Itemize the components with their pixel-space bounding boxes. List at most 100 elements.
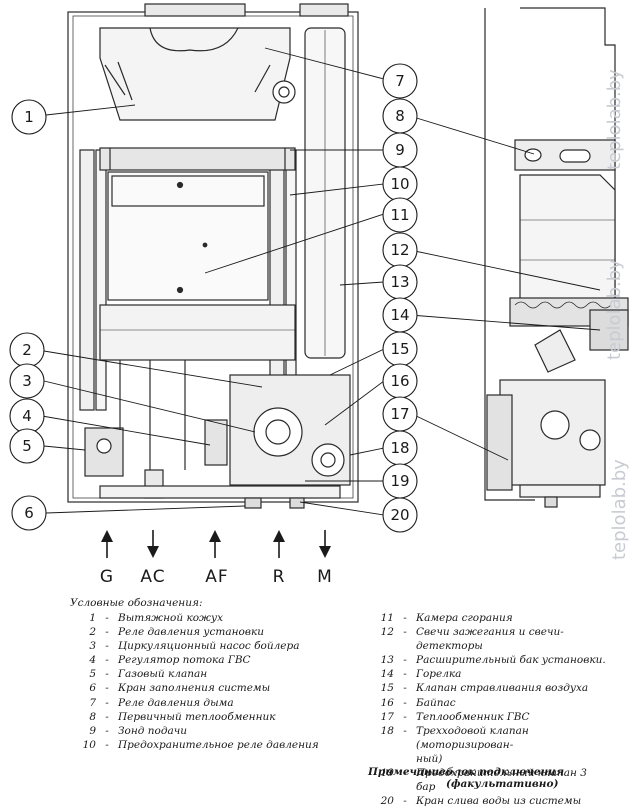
callout-13: 13 [382,264,418,300]
svg-text:4: 4 [22,407,32,425]
legend-item-dash: - [403,668,407,681]
arrow-down-icon [319,530,331,558]
legend-item-number: 5 [89,668,96,681]
port-label-g: G [100,567,114,587]
legend-item-text: Предохранительный клапан 3 бар [416,767,587,794]
legend-item-number: 14 [380,668,394,681]
svg-text:9: 9 [395,141,405,159]
legend-item-text: Предохранительное реле давления [118,738,319,751]
legend-item-number: 13 [380,654,394,667]
svg-text:8: 8 [395,107,405,125]
arrow-up-icon [101,530,113,558]
legend-item-text: Реле давления дыма [118,696,234,709]
callout-19: 19 [382,463,418,499]
legend-item: 8-Первичный теплообменник [70,710,370,724]
legend-item: 3-Циркуляционный насос бойлера [70,639,370,653]
legend-note: Примечание:блок подключения (факультатив… [368,766,564,790]
svg-text:1: 1 [24,108,34,126]
watermark: teplolab.by [604,259,625,360]
port-label-r: R [273,567,286,587]
legend-item-dash: - [105,654,109,667]
legend-item-number: 10 [82,738,96,751]
svg-text:17: 17 [390,405,409,423]
legend-item-dash [394,752,416,766]
legend-item-text: Клапан стравливания воздуха [416,682,589,695]
callout-3: 3 [9,363,45,399]
svg-text:16: 16 [390,372,409,390]
port-label-m: M [317,567,333,587]
svg-text:10: 10 [390,175,409,193]
legend-item-number: 16 [380,696,394,709]
legend-item-text: Регулятор потока ГВС [118,654,251,667]
legend-item-dash: - [403,724,407,737]
arrow-up-icon [273,530,285,558]
legend-item-number: 19 [380,767,394,780]
legend-item-text: Расширительный бак установки. [416,654,606,667]
legend-item: 17-Теплообменник ГВС [368,710,608,724]
legend-item-dash: - [403,654,407,667]
callout-7: 7 [382,63,418,99]
callout-15: 15 [382,331,418,367]
arrow-up-icon [209,530,221,558]
legend-item-number: 3 [89,640,96,653]
legend-item-dash: - [403,612,407,624]
callout-17: 17 [382,396,418,432]
legend-item-text: Байпас [416,696,456,709]
legend-item: 12-Свечи зажегания и свечи-детекторы [368,625,608,653]
legend-item-dash: - [105,696,109,709]
legend-item-dash: - [105,612,109,624]
callout-9: 9 [382,132,418,168]
callout-1: 1 [11,99,47,135]
legend-item-number: 17 [380,710,394,723]
legend-item-text: Вытяжной кожух [118,612,223,624]
legend-item-text: Газовый клапан [118,668,208,681]
legend-item: 1-Вытяжной кожух [70,611,370,625]
legend-item-dash: - [403,626,407,639]
callout-20: 20 [382,497,418,533]
legend-item-text: Кран заполнения системы [118,682,271,695]
legend-item-text: Первичный теплообменник [118,710,276,723]
legend-item: ный) [368,752,608,766]
legend-item-text: Реле давления установки [118,626,264,639]
callout-6: 6 [11,495,47,531]
legend-item: 13-Расширительный бак установки. [368,653,608,667]
legend-item-text: Зонд подачи [118,724,188,737]
callout-14: 14 [382,297,418,333]
legend-item-dash: - [105,668,109,681]
note-line-2: (факультативно) [446,778,559,790]
callout-18: 18 [382,430,418,466]
callout-5: 5 [9,428,45,464]
connection-arrows [101,530,331,558]
note-line-1: блок подключения [446,766,565,778]
legend-item-text: Кран слива воды из системы [416,795,582,808]
legend-item-text: Камера сгорания [416,612,513,624]
legend-item-number: 7 [89,696,96,709]
legend-item-text: Теплообменник ГВС [416,710,530,723]
legend-item-number: 18 [380,724,394,737]
legend-item: 5-Газовый клапан [70,667,370,681]
svg-text:11: 11 [390,206,409,224]
legend-item: 16-Байпас [368,696,608,710]
legend-item-number: 20 [380,795,394,808]
legend-item-text: Свечи зажегания и свечи-детекторы [416,626,564,653]
legend-item-dash: - [403,710,407,723]
legend-item: 4-Регулятор потока ГВС [70,653,370,667]
legend-item-dash: - [105,724,109,737]
note-label: Примечание: [368,766,450,778]
port-label-af: AF [205,567,228,587]
legend-item: 18-Трехходовой клапан (моторизирован- [368,724,608,752]
legend-item-dash: - [105,640,109,653]
legend-item: 15-Клапан стравливания воздуха [368,681,608,695]
legend-item-number: 6 [89,682,96,695]
legend-item-dash: - [105,710,109,723]
svg-text:5: 5 [22,437,32,455]
legend-item: 6-Кран заполнения системы [70,681,370,695]
legend-item: 9-Зонд подачи [70,724,370,738]
legend-item-dash: - [105,738,109,751]
legend-item-number: 12 [380,626,394,639]
boiler-diagram: teplolab.by teplolab.by teplolab.by 1 2 … [9,3,630,587]
arrow-down-icon [147,530,159,558]
legend-item-dash: - [403,682,407,695]
